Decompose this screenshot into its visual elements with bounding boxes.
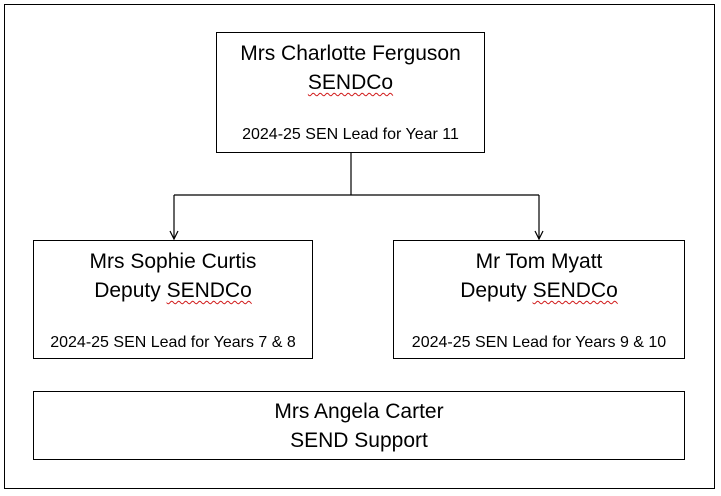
node-deputy-myatt: Mr Tom Myatt Deputy SENDCo 2024-25 SEN L… (393, 240, 685, 359)
node-sendco-name: Mrs Charlotte Ferguson (240, 42, 461, 65)
node-deputy-myatt-role: Deputy SENDCo (394, 276, 684, 305)
diagram-frame (4, 4, 715, 489)
node-deputy-curtis: Mrs Sophie Curtis Deputy SENDCo 2024-25 … (33, 240, 313, 359)
node-deputy-myatt-lead: 2024-25 SEN Lead for Years 9 & 10 (411, 334, 667, 351)
node-deputy-myatt-role-prefix: Deputy (460, 279, 533, 302)
node-deputy-curtis-name: Mrs Sophie Curtis (89, 250, 257, 273)
node-deputy-curtis-role-text: SENDCo (166, 279, 252, 302)
node-send-support: Mrs Angela Carter SEND Support (33, 391, 685, 460)
node-sendco-lead: 2024-25 SEN Lead for Year 11 (242, 126, 459, 143)
node-send-support-role: SEND Support (290, 429, 428, 452)
node-deputy-curtis-role-prefix: Deputy (94, 279, 167, 302)
node-sendco-role: SENDCo (217, 68, 484, 97)
node-send-support-name: Mrs Angela Carter (274, 400, 444, 423)
node-sendco: Mrs Charlotte Ferguson SENDCo 2024-25 SE… (216, 32, 485, 153)
node-deputy-myatt-role-text: SENDCo (532, 279, 618, 302)
node-deputy-curtis-role: Deputy SENDCo (34, 276, 312, 305)
node-sendco-role-text: SENDCo (307, 71, 394, 94)
node-deputy-myatt-name: Mr Tom Myatt (475, 250, 603, 273)
node-deputy-curtis-lead: 2024-25 SEN Lead for Years 7 & 8 (50, 334, 296, 351)
